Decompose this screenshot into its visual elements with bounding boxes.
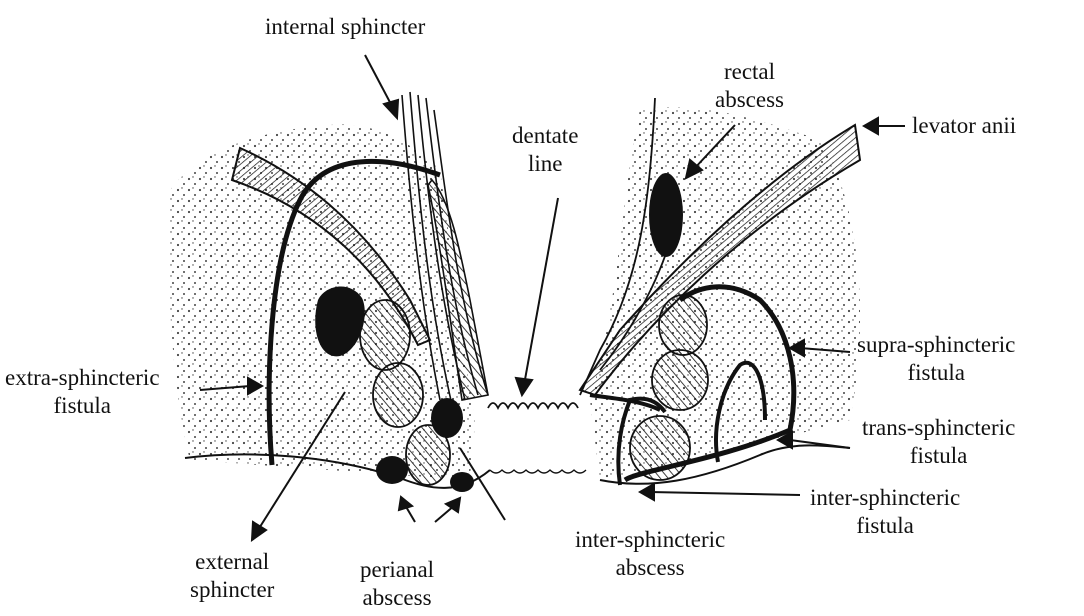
supra-sphincteric-fistula-tract xyxy=(623,284,797,483)
inter-sphincteric-fistula-tract xyxy=(589,393,667,486)
rectal-abscess-shape xyxy=(649,173,683,257)
pointer-arrows xyxy=(199,54,905,543)
left-high-abscess-shape xyxy=(315,286,365,357)
external-sphincter-right xyxy=(629,294,709,481)
perianal-abscess-shapes xyxy=(376,456,474,492)
extra-sphincteric-fistula-tract xyxy=(266,158,441,466)
trans-sphincteric-fistula-tract xyxy=(714,361,767,463)
external-sphincter-left xyxy=(359,299,451,486)
dentate-line-mark xyxy=(487,402,587,474)
left-levator-band xyxy=(230,146,432,347)
inter-sphincteric-abscess-shape xyxy=(431,398,463,438)
internal-sphincter-hatched xyxy=(427,178,489,401)
